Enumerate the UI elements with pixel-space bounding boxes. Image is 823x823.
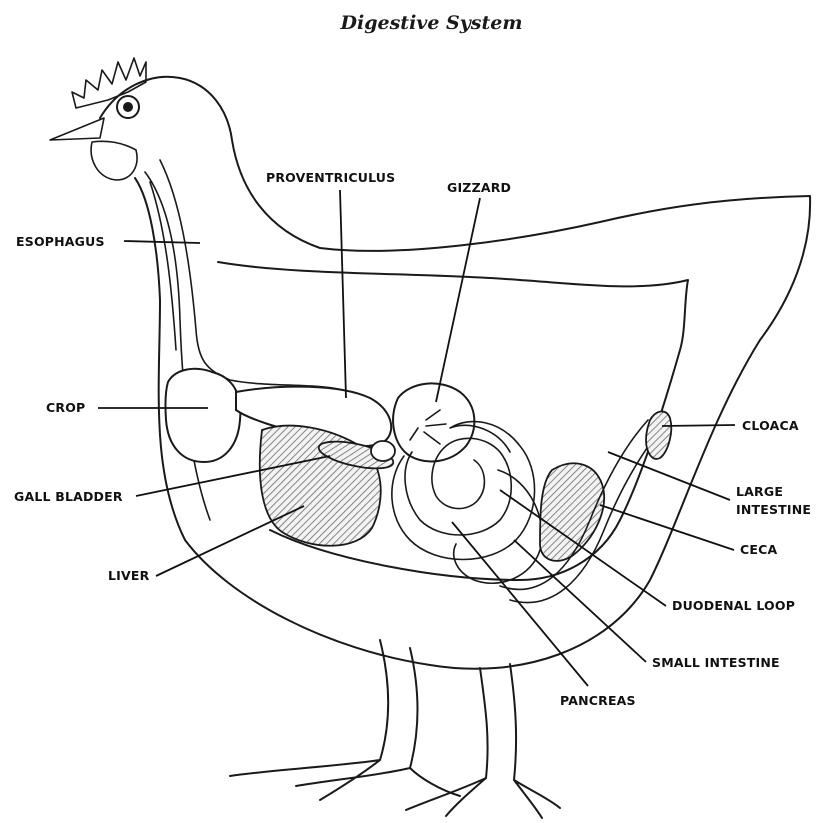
label-cloaca: CLOACA (742, 418, 799, 433)
label-large-intestine-line1: LARGE (736, 484, 783, 499)
duodenal-loop (454, 470, 542, 583)
cloaca-leader (662, 425, 735, 426)
diagram-title: Digestive System (0, 12, 823, 34)
crop-organ (165, 369, 240, 462)
label-small-intestine: SMALL INTESTINE (652, 655, 780, 670)
gall-bladder-node (371, 441, 395, 461)
small-intestine-leader (514, 540, 646, 662)
large-intestine-leader (608, 452, 730, 500)
label-large-intestine-line2: INTESTINE (736, 502, 811, 517)
liver-leader (156, 506, 304, 576)
gizzard-leader (436, 198, 480, 402)
wattle (91, 141, 137, 180)
esophagus-leader (124, 241, 200, 243)
label-proventriculus: PROVENTRICULUS (266, 170, 395, 185)
label-pancreas: PANCREAS (560, 693, 636, 708)
esophagus-tube (160, 160, 350, 392)
ceca-organ (540, 463, 604, 561)
beak (50, 118, 104, 140)
neck-inner-line (145, 172, 210, 520)
label-esophagus: ESOPHAGUS (16, 234, 105, 249)
proventriculus-leader (340, 190, 346, 398)
label-ceca: CECA (740, 542, 777, 557)
label-gizzard: GIZZARD (447, 180, 511, 195)
label-duodenal-loop: DUODENAL LOOP (672, 598, 795, 613)
pupil (123, 102, 133, 112)
cloaca-organ (646, 411, 671, 458)
label-liver: LIVER (108, 568, 149, 583)
label-gall-bladder: GALL BLADDER (14, 489, 123, 504)
label-crop: CROP (46, 400, 85, 415)
leg-right (406, 664, 560, 818)
